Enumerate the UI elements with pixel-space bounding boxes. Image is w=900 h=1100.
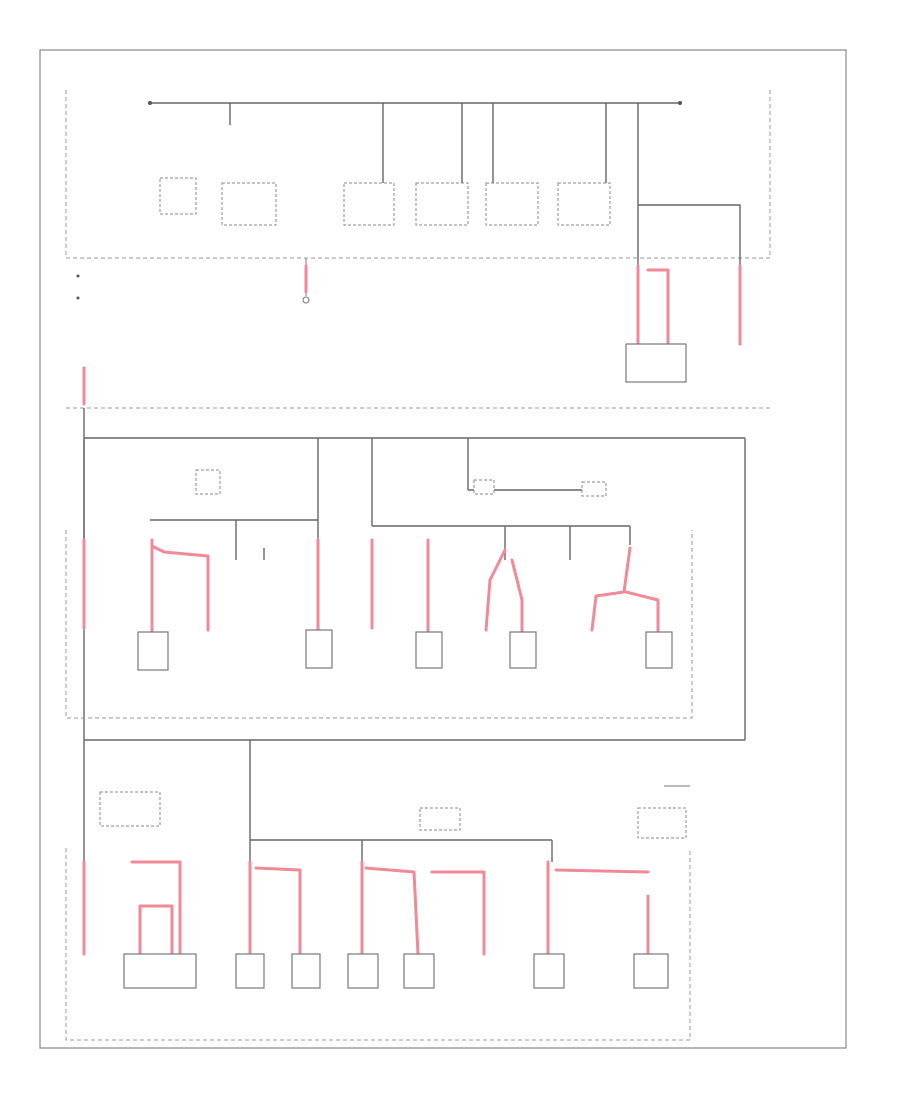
relay-5 bbox=[485, 182, 539, 226]
engine-control-module bbox=[625, 343, 687, 383]
ip-component-1 bbox=[137, 631, 169, 671]
ground-symbol bbox=[302, 296, 310, 304]
ip-component-5 bbox=[645, 631, 673, 669]
ip-relay-2 bbox=[473, 479, 495, 495]
relay-2 bbox=[221, 182, 277, 226]
relay-6 bbox=[557, 182, 611, 226]
lower-component-5 bbox=[533, 953, 565, 989]
underhood-fuse-block bbox=[65, 90, 771, 304]
relay-1 bbox=[159, 177, 197, 215]
ip-component-3 bbox=[415, 631, 443, 669]
combination-switch bbox=[123, 953, 197, 989]
lower-component-1 bbox=[235, 953, 265, 989]
ip-circuits bbox=[82, 538, 673, 671]
lower-component-4 bbox=[403, 953, 435, 989]
ip-relay-3 bbox=[581, 481, 607, 497]
ip-component-4 bbox=[509, 631, 537, 669]
lower-component-6 bbox=[633, 953, 669, 989]
relay-3 bbox=[343, 182, 395, 226]
lower-component-3 bbox=[347, 953, 379, 989]
diagram-frame bbox=[39, 49, 847, 1049]
lower-component-2 bbox=[291, 953, 321, 989]
lower-relay-2 bbox=[419, 807, 461, 831]
ip-relay-1 bbox=[195, 469, 221, 495]
lower-circuits bbox=[65, 739, 745, 1041]
engine-control-branch bbox=[625, 264, 742, 383]
lower-relay-1 bbox=[99, 791, 161, 827]
relay-4 bbox=[415, 182, 469, 226]
lower-relay-3 bbox=[637, 807, 687, 839]
ip-component-2 bbox=[305, 629, 333, 669]
